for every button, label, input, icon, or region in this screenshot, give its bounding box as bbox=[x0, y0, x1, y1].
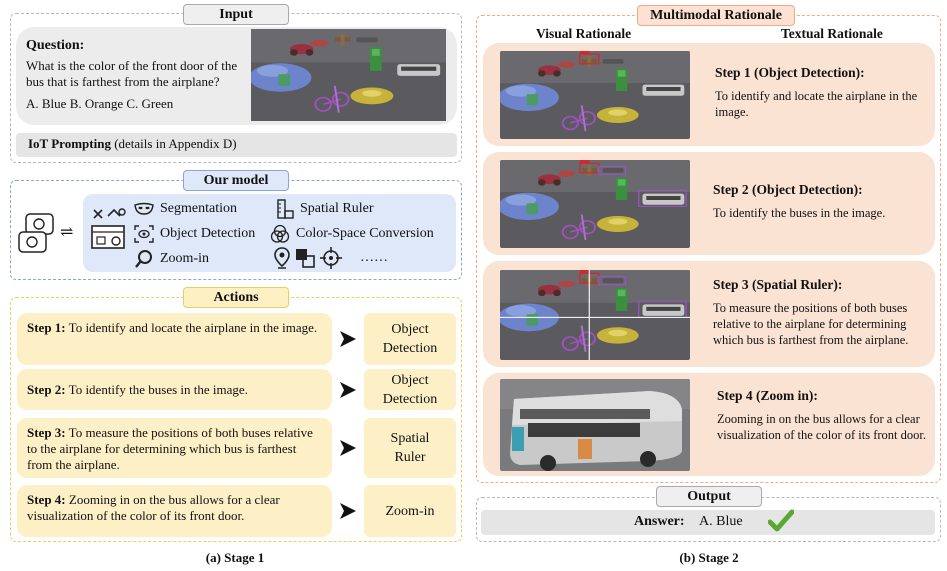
scene-image-step-3 bbox=[500, 270, 690, 360]
tool-segmentation: Segmentation bbox=[134, 201, 237, 217]
iot-prompting-bar: IoT Prompting (details in Appendix D) bbox=[16, 133, 457, 157]
tool-spatial-ruler: Spatial Ruler bbox=[276, 199, 374, 219]
tool-label-spatial-ruler: Spatial Ruler bbox=[300, 201, 374, 216]
output-tab: Output bbox=[656, 486, 762, 507]
rationale-body: To identify and locate the airplane in t… bbox=[715, 89, 918, 119]
action-step-label: Step 3: bbox=[27, 425, 66, 440]
zoomed-bus-image bbox=[500, 379, 690, 471]
tool-object-detection: Object Detection bbox=[134, 225, 255, 243]
tool-color-space-conversion: Color-Space Conversion bbox=[270, 224, 434, 244]
exchange-icon: ⇌ bbox=[60, 224, 74, 241]
checkmark-icon bbox=[768, 509, 794, 532]
action-step-4: Step 4: Zooming in on the bus allows for… bbox=[17, 485, 332, 537]
rationale-text-2: Step 2 (Object Detection): To identify t… bbox=[713, 182, 928, 221]
ruler-icon bbox=[277, 199, 294, 219]
rationale-title: Step 1 (Object Detection): bbox=[715, 65, 865, 80]
rationale-body: To identify the buses in the image. bbox=[713, 206, 886, 220]
rationale-tab: Multimodal Rationale bbox=[637, 5, 795, 26]
action-step-text: To identify and locate the airplane in t… bbox=[65, 320, 318, 335]
answer-options: A. Blue B. Orange C. Green bbox=[26, 96, 174, 111]
arrow-right-icon bbox=[340, 440, 356, 456]
crop-shapes-icon bbox=[296, 249, 315, 268]
arrow-right-icon bbox=[340, 382, 356, 398]
scene-image-step-1 bbox=[500, 51, 690, 139]
tool-label-object-detection: Object Detection bbox=[160, 226, 256, 241]
question-text: What is the color of the front door of t… bbox=[26, 58, 238, 89]
action-tool-4: Zoom-in bbox=[364, 485, 456, 537]
iot-prompting-label: IoT Prompting bbox=[28, 136, 111, 151]
question-label: Question: bbox=[26, 38, 85, 53]
action-step-1: Step 1: To identify and locate the airpl… bbox=[17, 313, 332, 365]
action-step-3: Step 3: To measure the positions of both… bbox=[17, 418, 332, 478]
more-tools-ellipsis: …… bbox=[360, 250, 388, 265]
tool-label-zoom-in: Zoom-in bbox=[160, 251, 209, 266]
stage1-caption: (a) Stage 1 bbox=[205, 550, 265, 565]
rationale-body: Zooming in on the bus allows for a clear… bbox=[717, 412, 926, 442]
rationale-body: To measure the positions of both buses r… bbox=[713, 301, 909, 347]
textual-rationale-header: Textual Rationale bbox=[781, 26, 883, 41]
detect-icon bbox=[134, 225, 154, 243]
rationale-title: Step 2 (Object Detection): bbox=[713, 182, 863, 197]
answer-bar bbox=[481, 510, 935, 535]
action-step-text: Zooming in on the bus allows for a clear… bbox=[27, 492, 280, 523]
tool-zoom-in: Zoom-in bbox=[134, 249, 209, 269]
stage2-caption: (b) Stage 2 bbox=[679, 550, 739, 565]
toolbox-icon bbox=[91, 208, 126, 249]
iot-prompting-note: (details in Appendix D) bbox=[110, 136, 237, 151]
arrow-right-icon bbox=[340, 503, 356, 519]
rationale-text-1: Step 1 (Object Detection): To identify a… bbox=[715, 65, 925, 120]
magnifier-icon bbox=[135, 250, 152, 268]
scene-image-step-2 bbox=[500, 160, 690, 248]
model-tab: Our model bbox=[183, 170, 289, 191]
action-tool-3: Spatial Ruler bbox=[364, 418, 456, 478]
action-step-text: To measure the positions of both buses r… bbox=[27, 425, 313, 472]
action-step-2: Step 2: To identify the buses in the ima… bbox=[17, 369, 332, 410]
arrow-right-icon bbox=[340, 331, 356, 347]
answer-value: A. Blue bbox=[699, 514, 743, 529]
actions-tab: Actions bbox=[183, 287, 289, 308]
chat-bubble-icon bbox=[18, 213, 54, 253]
tool-label-segmentation: Segmentation bbox=[160, 201, 237, 216]
tool-label-color-space-conversion: Color-Space Conversion bbox=[296, 226, 434, 241]
action-step-label: Step 1: bbox=[27, 320, 66, 335]
action-step-text: To identify the buses in the image. bbox=[65, 382, 248, 397]
action-step-label: Step 4: bbox=[27, 492, 66, 507]
mask-icon bbox=[134, 202, 154, 215]
rationale-text-3: Step 3 (Spatial Ruler): To measure the p… bbox=[713, 277, 933, 348]
input-scene-image bbox=[251, 29, 446, 121]
location-pin-icon bbox=[274, 247, 290, 269]
visual-rationale-header: Visual Rationale bbox=[536, 26, 632, 41]
answer-label: Answer: bbox=[634, 514, 685, 529]
crosshair-icon bbox=[320, 247, 342, 269]
rationale-text-4: Step 4 (Zoom in): Zooming in on the bus … bbox=[717, 388, 927, 443]
color-circles-icon bbox=[270, 224, 290, 243]
rationale-title: Step 3 (Spatial Ruler): bbox=[713, 277, 843, 292]
input-tab: Input bbox=[183, 4, 289, 25]
rationale-title: Step 4 (Zoom in): bbox=[717, 388, 818, 403]
action-tool-1: Object Detection bbox=[364, 313, 456, 365]
action-step-label: Step 2: bbox=[27, 382, 66, 397]
tools-panel bbox=[83, 194, 456, 272]
action-tool-2: Object Detection bbox=[364, 369, 456, 410]
